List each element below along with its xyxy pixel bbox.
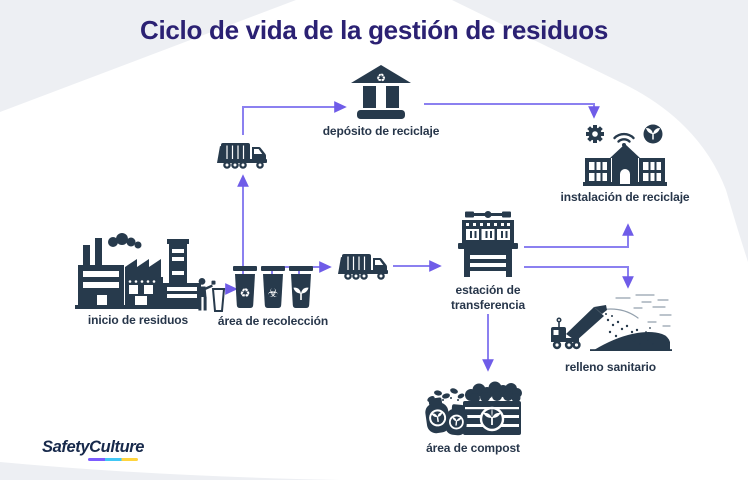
node-instalacion-de-reciclaje: instalación de reciclaje [560, 120, 690, 205]
biohazard-symbol: ☣ [268, 286, 279, 300]
sprout-symbol [483, 408, 501, 425]
label-estacion-de-transferencia: estación de transferencia [450, 283, 526, 312]
garbage-truck-icon [338, 254, 388, 280]
page-title: Ciclo de vida de la gestión de residuos [140, 15, 608, 45]
recycle-symbol: ♻ [376, 73, 386, 85]
label-deposito-de-reciclaje: depósito de reciclaje [322, 124, 440, 138]
node-deposito-de-reciclaje: ♻ depósito de reciclaje [316, 64, 446, 139]
garbage-truck-icon [217, 143, 267, 169]
label-inicio-de-residuos: inicio de residuos [87, 313, 189, 327]
label-area-de-compost: área de compost [426, 441, 520, 455]
eco-badge-icon [643, 124, 663, 144]
label-instalacion-de-reciclaje: instalación de reciclaje [560, 190, 690, 204]
waste-bins-icon: ♻ ☣ [233, 266, 313, 308]
recycling-facility-icon [583, 124, 667, 186]
logo-safety: Safety [42, 438, 90, 456]
node-area-de-compost: área de compost [408, 377, 538, 456]
transfer-station-icon [458, 211, 518, 277]
person-throwing-waste-icon [197, 278, 225, 312]
logo-underline [88, 458, 138, 461]
wifi-icon [613, 132, 635, 143]
logo-culture: Culture [89, 438, 145, 456]
node-area-de-recoleccion: ♻ ☣ área de recolección [208, 266, 338, 329]
node-relleno-sanitario: relleno sanitario [548, 292, 673, 375]
factory-icon [75, 233, 201, 309]
safetyculture-logo: SafetyCulture [42, 438, 145, 461]
sprout-symbol [293, 287, 309, 300]
label-relleno-sanitario: relleno sanitario [565, 360, 656, 374]
landfill-truck-icon [550, 294, 672, 351]
compost-icon [425, 381, 522, 436]
recycle-symbol: ♻ [240, 286, 251, 300]
node-inicio-de-residuos: inicio de residuos [70, 233, 206, 328]
bank-recycle-icon: ♻ [351, 65, 411, 119]
node-estacion-de-transferencia: estación de transferencia [423, 211, 553, 313]
safetyculture-logo-text: SafetyCulture [42, 438, 145, 457]
background-bottom-wave [0, 462, 340, 480]
label-area-de-recoleccion: área de recolección [217, 314, 329, 328]
